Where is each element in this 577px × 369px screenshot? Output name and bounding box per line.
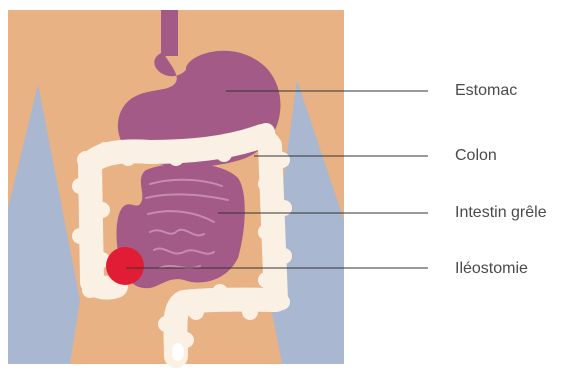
- small-intestine-label: Intestin grêle: [455, 203, 547, 223]
- stomach-label: Estomac: [455, 81, 517, 101]
- colon-label: Colon: [455, 146, 497, 166]
- ileostomy-label: Iléostomie: [455, 259, 528, 279]
- ileostomy-stoma: [106, 247, 144, 285]
